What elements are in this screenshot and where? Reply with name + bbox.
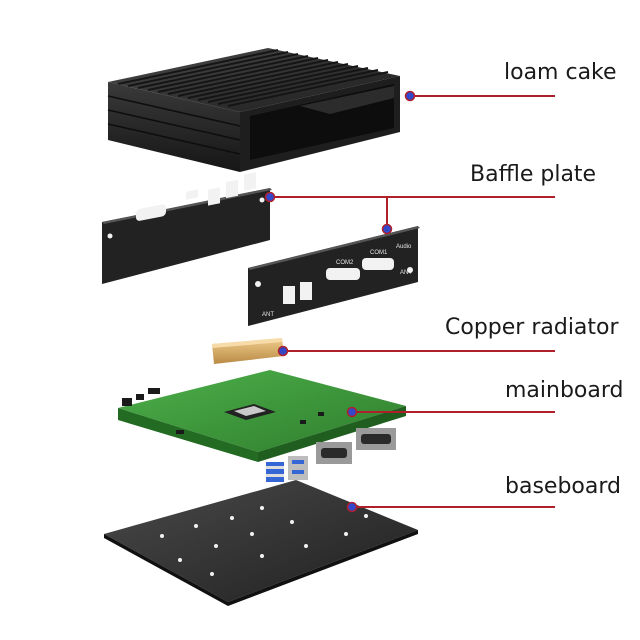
port-cutouts-left [186, 172, 256, 206]
baffle-plate-right: COM2 COM1 Audio ANT ANT [248, 226, 420, 326]
dot-baffle-right [381, 223, 393, 235]
audio-label: Audio [396, 244, 412, 250]
com1-label: COM1 [370, 250, 388, 256]
copper-radiator-block [212, 338, 284, 364]
dot-copper-radiator [277, 345, 289, 357]
mounting-holes [160, 506, 368, 576]
dot-baffle-left [264, 191, 276, 203]
label-mainboard: mainboard [505, 378, 624, 403]
dot-baseboard [346, 501, 358, 513]
callout-dots [264, 90, 416, 513]
baffle-plate-left [102, 172, 272, 284]
callout-leaders [270, 95, 555, 508]
usb-ports [266, 456, 308, 482]
board-components [122, 388, 324, 434]
dot-loam-cake [404, 90, 416, 102]
loam-cake-housing [107, 48, 400, 172]
label-loam-cake: loam cake [504, 60, 617, 85]
ant-right-label: ANT [400, 270, 412, 276]
cooling-fins [117, 49, 389, 107]
baseboard-plate [104, 480, 418, 606]
label-baseboard: baseboard [505, 474, 621, 499]
cpu-chip [224, 404, 276, 420]
label-copper-radiator: Copper radiator [445, 315, 619, 340]
mainboard-pcb [118, 370, 406, 482]
label-baffle-plate: Baffle plate [470, 162, 597, 187]
serial-ports [316, 428, 396, 464]
com2-label: COM2 [336, 260, 354, 266]
ant-left-label: ANT [262, 312, 274, 318]
db9-cutout [136, 204, 166, 221]
dot-mainboard [346, 406, 358, 418]
